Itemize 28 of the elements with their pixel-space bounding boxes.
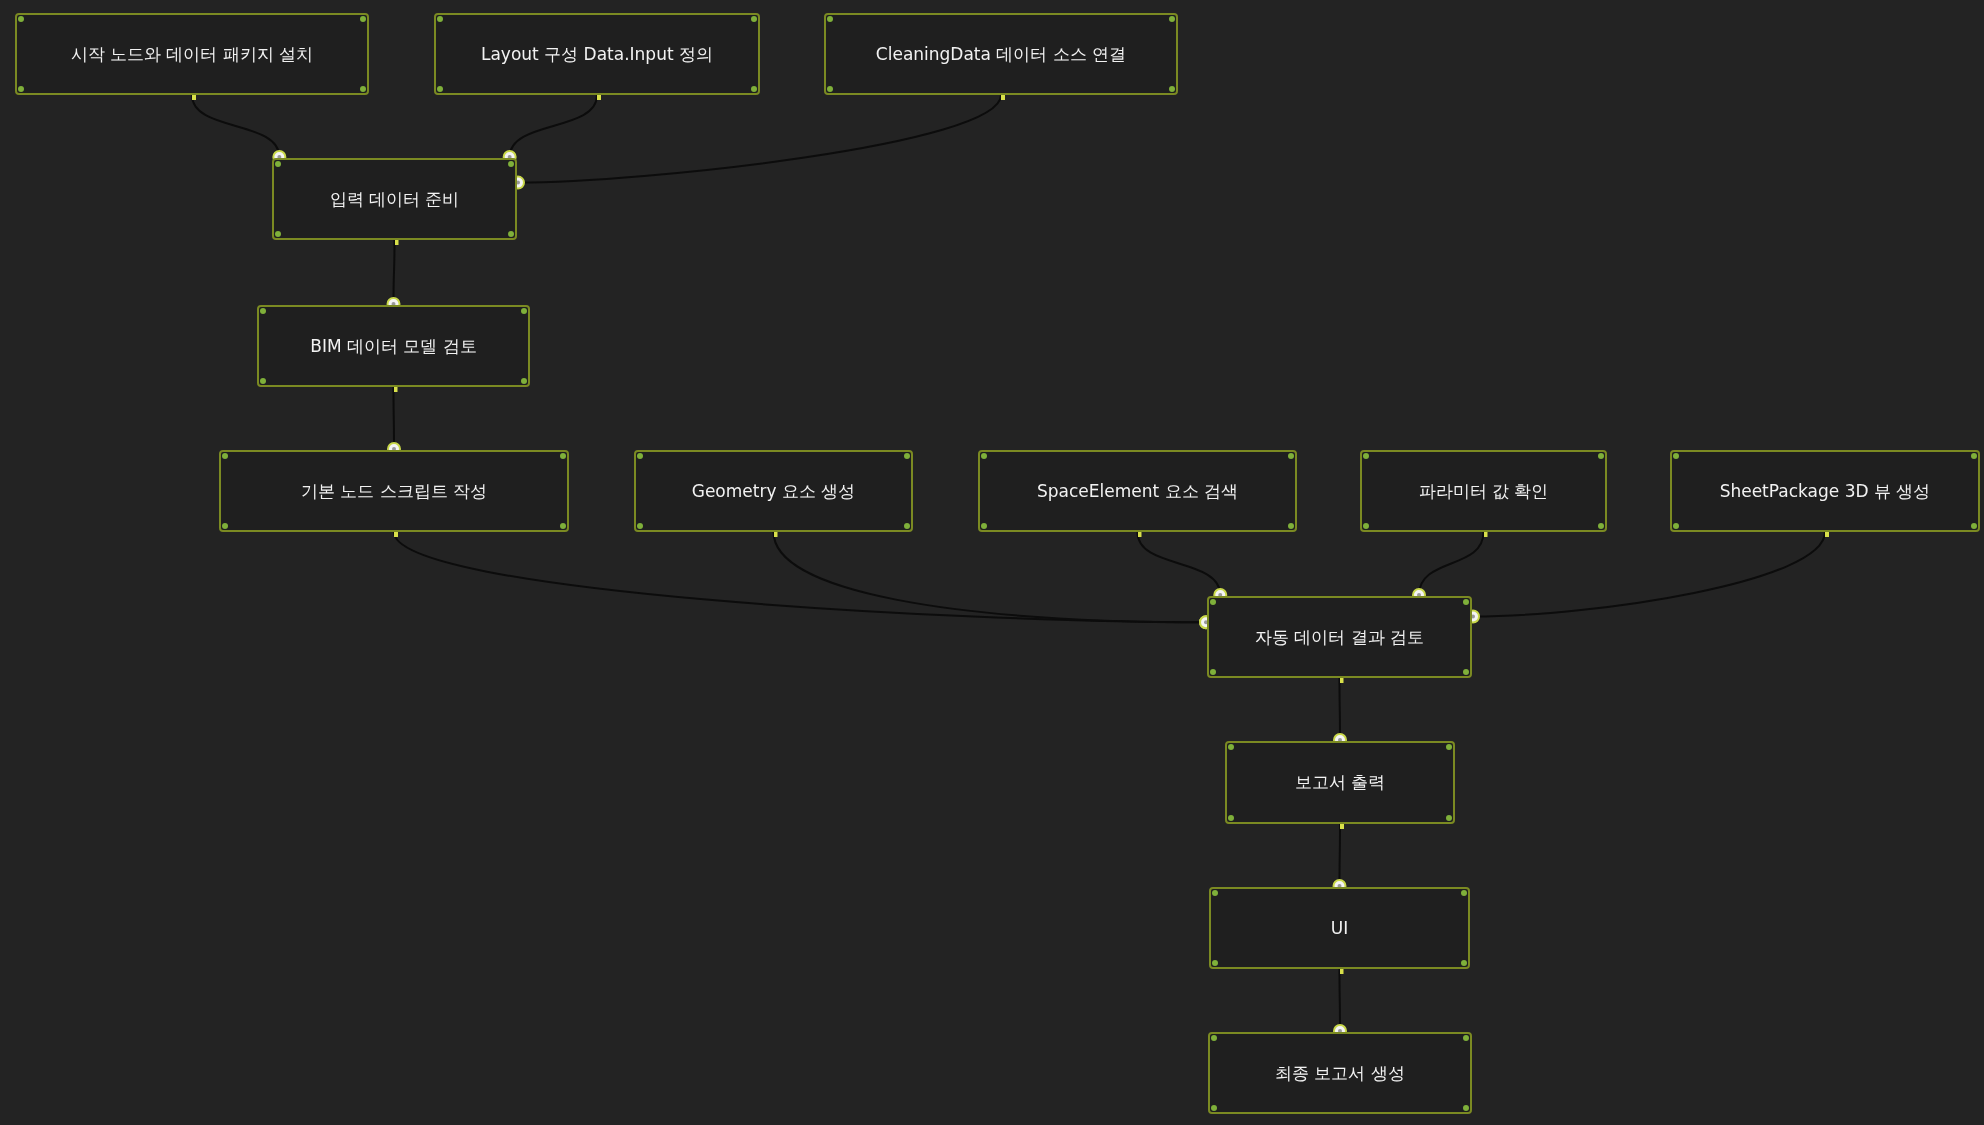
process-box xyxy=(1360,450,1607,532)
node-label: 최종 보고서 생성 xyxy=(1274,1061,1406,1085)
node-label: 파라미터 값 확인 xyxy=(1417,479,1550,503)
process-box xyxy=(1207,596,1472,678)
node-label: BIM 데이터 모델 검토 xyxy=(309,334,478,358)
node-label: SpaceElement 요소 검색 xyxy=(1036,479,1239,503)
process-box xyxy=(1670,450,1980,532)
node-label: Geometry 요소 생성 xyxy=(690,479,857,503)
process-box xyxy=(15,13,369,95)
process-box xyxy=(1208,1032,1472,1114)
process-box xyxy=(1225,741,1455,824)
process-box xyxy=(219,450,569,532)
process-box xyxy=(434,13,760,95)
process-box xyxy=(978,450,1297,532)
node-label: Layout 구성 Data.Input 정의 xyxy=(480,42,714,66)
node-label: 기본 노드 스크립트 작성 xyxy=(299,479,489,503)
process-box xyxy=(824,13,1178,95)
process-box xyxy=(1209,887,1470,969)
node-label: 자동 데이터 결과 검토 xyxy=(1253,625,1426,649)
node-label: 입력 데이터 준비 xyxy=(328,187,461,211)
process-box xyxy=(272,158,517,240)
node-label: SheetPackage 3D 뷰 생성 xyxy=(1718,479,1932,503)
process-box xyxy=(257,305,530,387)
node-label: 보고서 출력 xyxy=(1293,771,1387,794)
node-label: CleaningData 데이터 소스 연결 xyxy=(874,42,1128,66)
process-box xyxy=(634,450,913,532)
node-label: UI xyxy=(1329,918,1350,938)
node-label: 시작 노드와 데이터 패키지 설치 xyxy=(69,42,315,66)
